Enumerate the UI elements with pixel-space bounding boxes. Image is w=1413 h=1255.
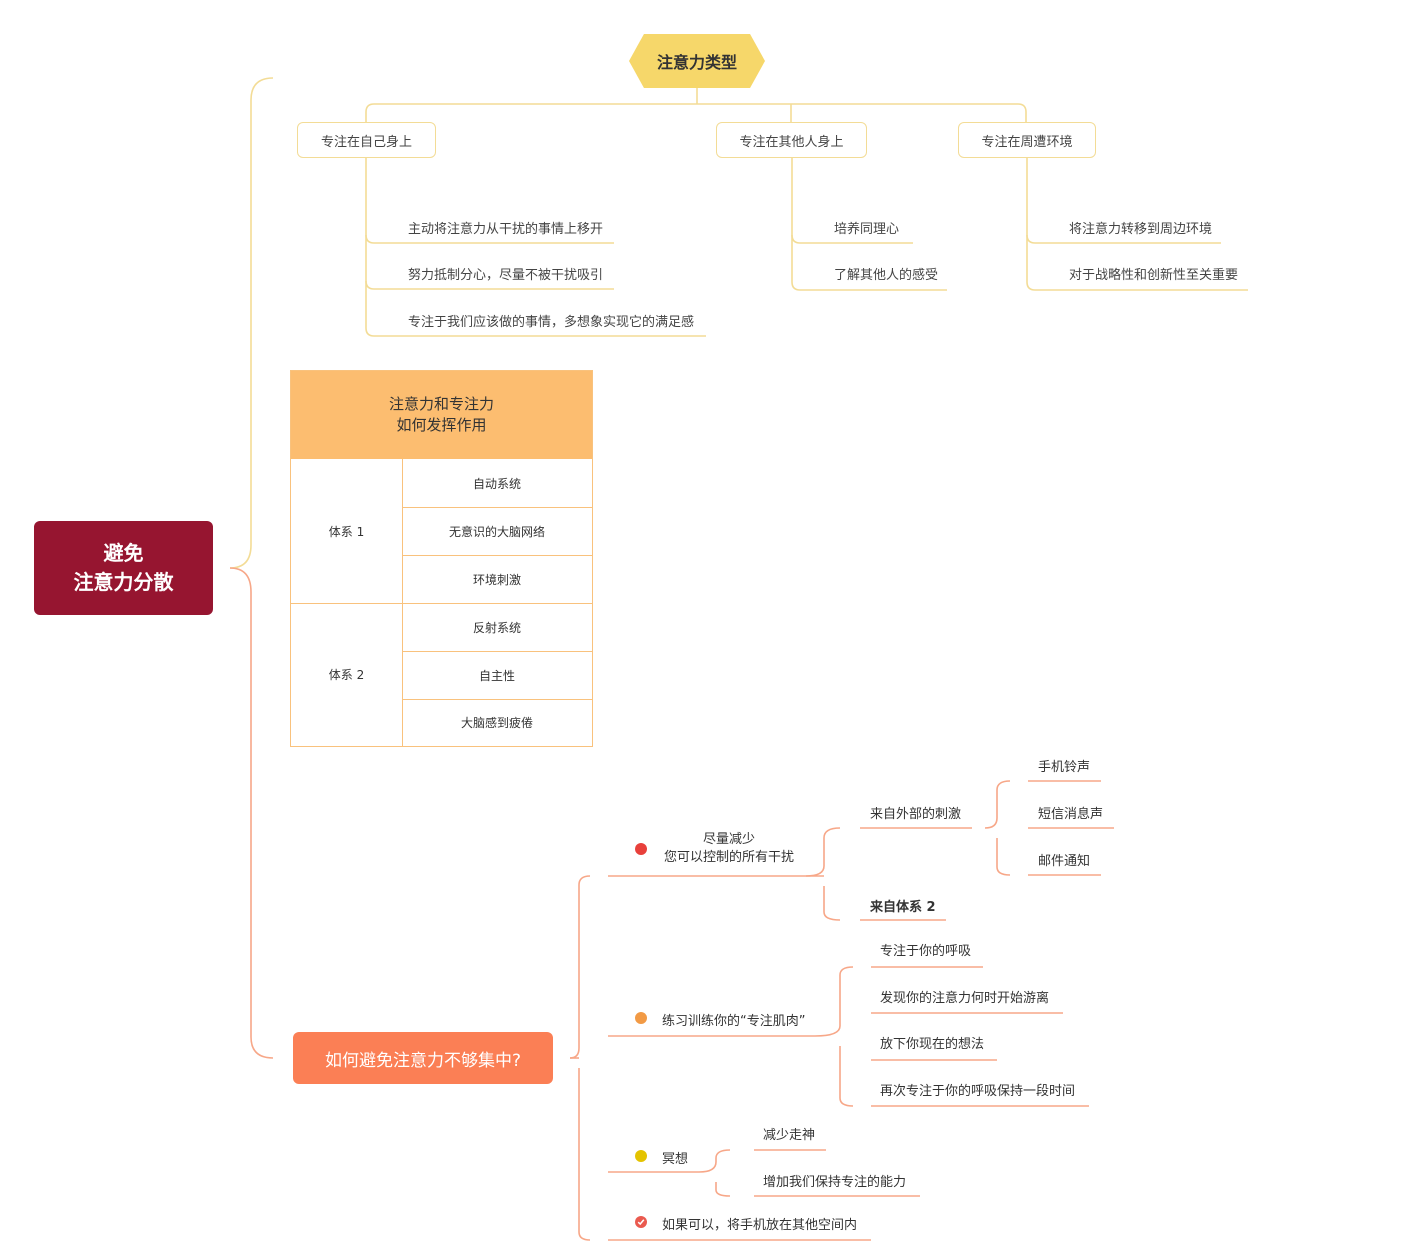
others-item-1[interactable]: 培养同理心 (834, 222, 900, 237)
branch-environment-node[interactable]: 专注在周遭环境 (958, 122, 1096, 158)
orange-dot-icon (635, 1012, 647, 1024)
external-item-email[interactable]: 邮件通知 (1038, 854, 1091, 869)
root-node[interactable]: 避免 注意力分散 (34, 521, 213, 615)
table-cell[interactable]: 反射系统 (402, 603, 592, 652)
phone-elsewhere-node[interactable]: 如果可以，将手机放在其他空间内 (662, 1218, 858, 1233)
attention-types-node[interactable]: 注意力类型 (629, 34, 765, 88)
system2-label[interactable]: 体系 2 (291, 603, 403, 746)
root-title-line1: 避免 (103, 541, 144, 565)
practice-focus-node[interactable]: 练习训练你的“专注肌肉” (662, 1014, 806, 1029)
meditate-item-1[interactable]: 减少走神 (763, 1128, 816, 1143)
check-icon (635, 1216, 647, 1228)
branch-others-node[interactable]: 专注在其他人身上 (716, 122, 867, 158)
meditate-node[interactable]: 冥想 (662, 1152, 689, 1167)
table-cell[interactable]: 自主性 (402, 651, 592, 700)
meditate-item-2[interactable]: 增加我们保持专注的能力 (763, 1175, 907, 1190)
practice-item-refocus[interactable]: 再次专注于你的呼吸保持一段时间 (880, 1084, 1076, 1099)
table-header[interactable]: 注意力和专注力 如何发挥作用 (291, 371, 592, 459)
others-item-2[interactable]: 了解其他人的感受 (834, 268, 939, 283)
external-item-sms[interactable]: 短信消息声 (1038, 807, 1104, 822)
table-header-line2: 如何发挥作用 (396, 416, 487, 434)
table-cell[interactable]: 环境刺激 (402, 555, 592, 604)
table-cell[interactable]: 自动系统 (402, 459, 592, 508)
table-header-line1: 注意力和专注力 (388, 395, 494, 413)
practice-item-notice[interactable]: 发现你的注意力何时开始游离 (880, 991, 1050, 1006)
from-system2-node[interactable]: 来自体系 2 (870, 900, 936, 915)
root-title-line2: 注意力分散 (73, 570, 174, 594)
table-cell[interactable]: 无意识的大脑网络 (402, 507, 592, 556)
environment-item-2[interactable]: 对于战略性和创新性至关重要 (1069, 268, 1239, 283)
self-item-2[interactable]: 努力抵制分心，尽量不被干扰吸引 (408, 268, 604, 283)
environment-item-1[interactable]: 将注意力转移到周边环境 (1069, 222, 1213, 237)
reduce-line2: 您可以控制的所有干扰 (663, 850, 794, 865)
system1-label[interactable]: 体系 1 (291, 459, 403, 604)
reduce-line1: 尽量减少 (702, 832, 755, 847)
how-to-avoid-node[interactable]: 如何避免注意力不够集中? (293, 1032, 553, 1084)
practice-item-let-go[interactable]: 放下你现在的想法 (880, 1037, 985, 1052)
self-item-3[interactable]: 专注于我们应该做的事情，多想象实现它的满足感 (408, 315, 695, 330)
red-dot-icon (635, 843, 647, 855)
practice-item-breath[interactable]: 专注于你的呼吸 (880, 944, 972, 959)
external-item-ringtone[interactable]: 手机铃声 (1038, 760, 1091, 775)
self-item-1[interactable]: 主动将注意力从干扰的事情上移开 (408, 222, 604, 237)
reduce-distractions-node[interactable]: 尽量减少 您可以控制的所有干扰 (661, 831, 797, 867)
table-cell[interactable]: 大脑感到疲倦 (460, 716, 533, 730)
external-stimuli-node[interactable]: 来自外部的刺激 (870, 807, 962, 822)
yellow-dot-icon (635, 1150, 647, 1162)
branch-self-node[interactable]: 专注在自己身上 (297, 122, 436, 158)
how-attention-works-table: 注意力和专注力 如何发挥作用 体系 1 体系 2 自动系统 无意识的大脑网络 环… (290, 370, 593, 747)
